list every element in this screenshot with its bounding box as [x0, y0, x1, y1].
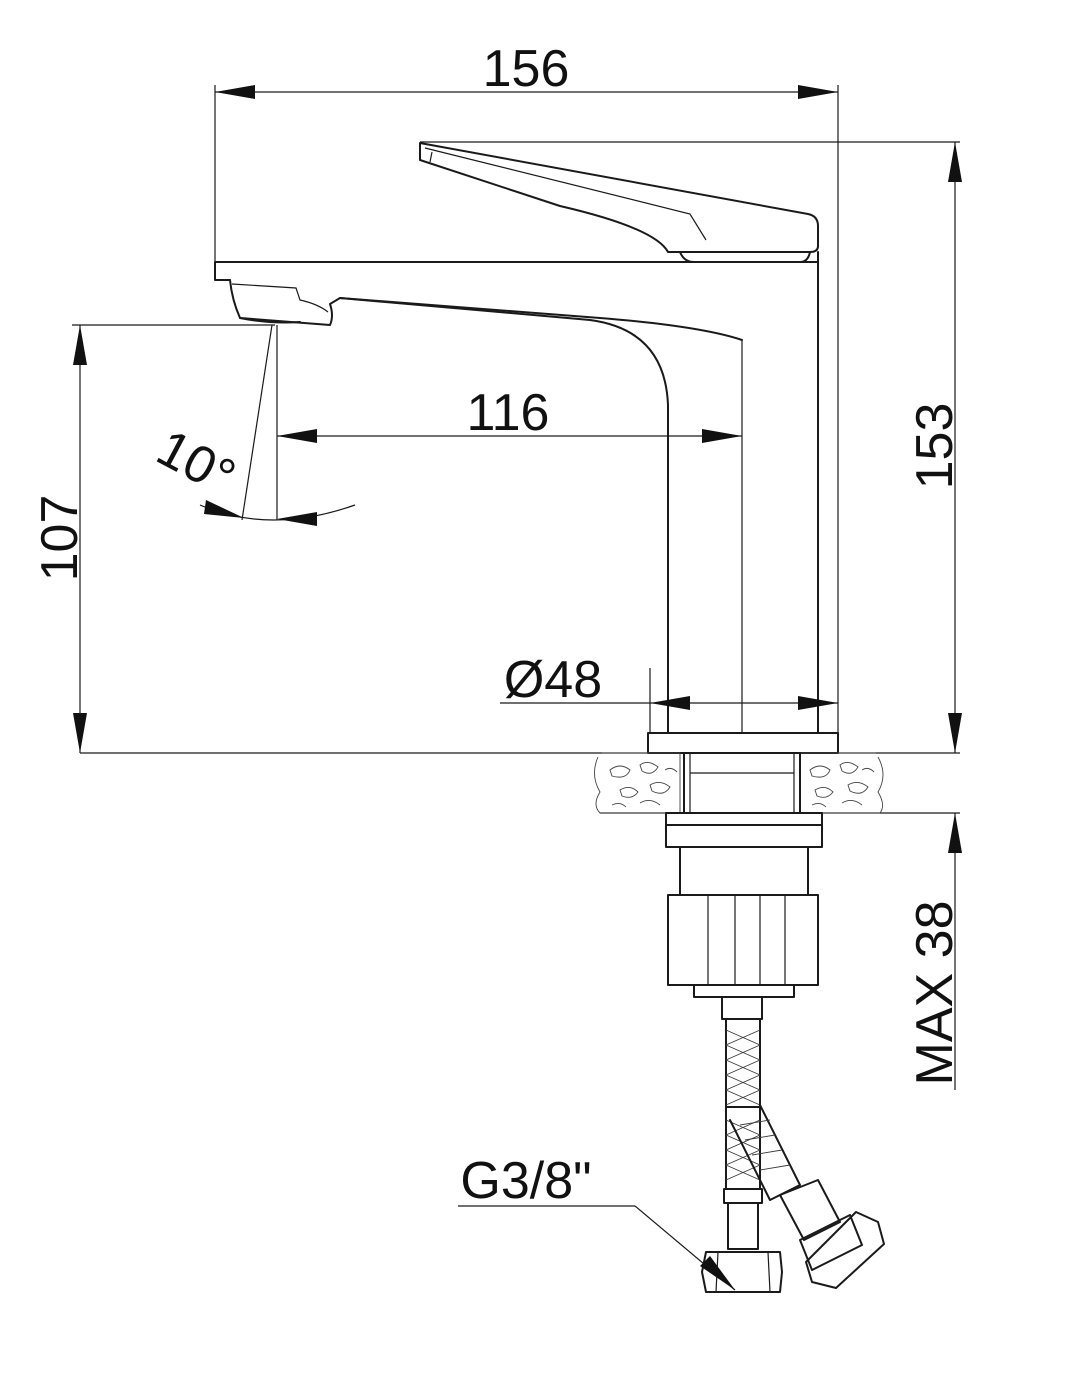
overall-width-label: 156: [483, 40, 570, 98]
base-ring: [647, 732, 839, 754]
thread-size-label: G3/8": [460, 1152, 591, 1210]
countertop-section: [80, 752, 960, 814]
dimension-labels: 156 116 Ø48 153 107 MAX 38 10° G3/8": [31, 40, 964, 1210]
spout: [214, 261, 819, 281]
lever-handle: [419, 142, 819, 253]
overall-height-label: 153: [906, 403, 964, 490]
shank: [683, 752, 801, 814]
mounting-nut: [665, 812, 823, 998]
spout-height-label: 107: [31, 495, 89, 582]
spout-reach-label: 116: [467, 384, 550, 442]
max-deck-thickness-label: MAX 38: [906, 901, 964, 1086]
hex-nut-right: [805, 1211, 885, 1289]
spout-angle-label: 10°: [148, 419, 245, 507]
hex-nut-left: [701, 1251, 783, 1293]
supply-hoses: [701, 996, 885, 1293]
dimension-lines: [72, 85, 962, 1291]
body-diameter-label: Ø48: [504, 651, 602, 709]
